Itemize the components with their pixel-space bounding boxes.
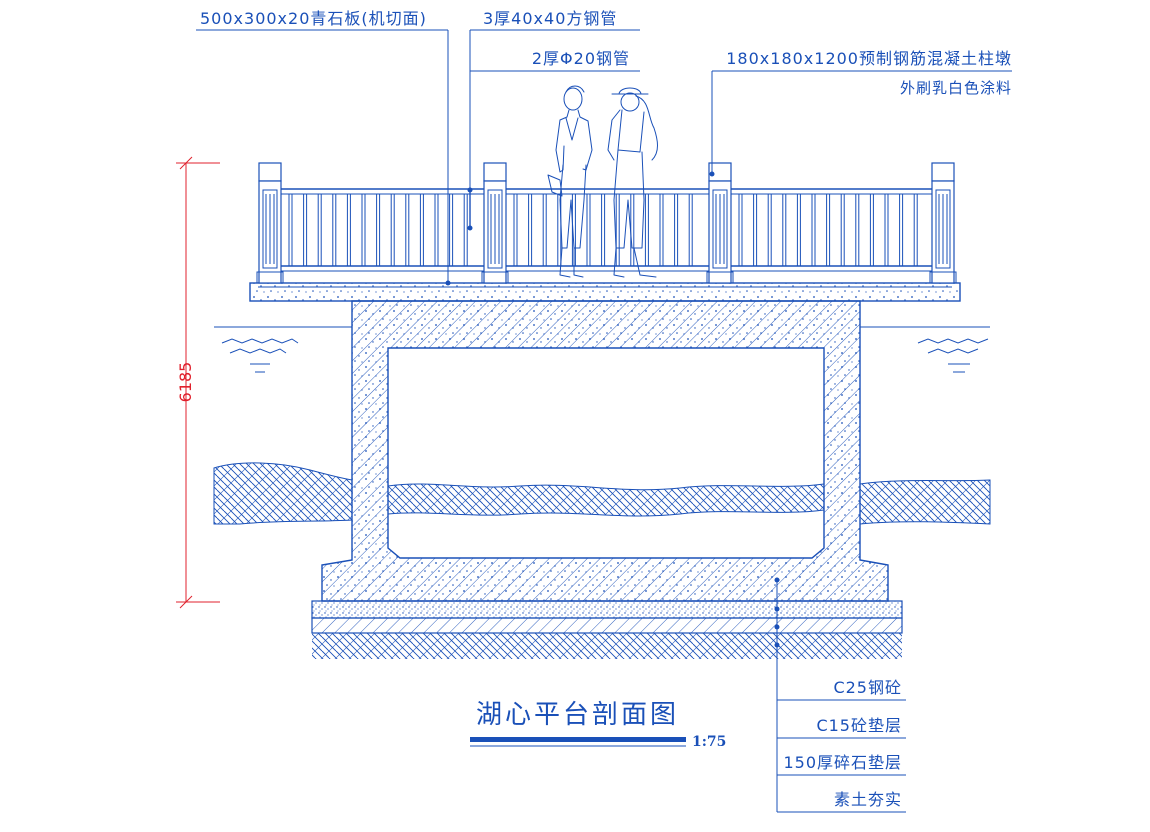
c15-cushion xyxy=(311,600,903,619)
railing xyxy=(256,162,957,284)
callout-post-line2: 外刷乳白色涂料 xyxy=(900,79,1012,97)
lakebed-right xyxy=(859,479,991,525)
concrete-post xyxy=(929,162,957,284)
concrete-post xyxy=(256,162,284,284)
water-right xyxy=(860,326,990,373)
concrete-post xyxy=(481,162,509,284)
deck-slab xyxy=(249,282,961,302)
compacted-soil xyxy=(312,633,902,659)
water-left xyxy=(214,326,352,373)
balusters xyxy=(288,194,918,266)
layer-label-3: 素土夯实 xyxy=(834,790,902,809)
layer-label-1: C15砼垫层 xyxy=(816,716,902,735)
height-dimension: 6185 xyxy=(176,156,220,609)
callout-round-tube: 2厚Φ20钢管 xyxy=(532,49,630,68)
lakebed-center xyxy=(387,483,825,517)
gravel-cushion xyxy=(311,617,903,634)
people-figures xyxy=(547,85,658,278)
dimension-value: 6185 xyxy=(176,362,195,403)
layer-label-2: 150厚碎石垫层 xyxy=(783,753,902,772)
title-underline xyxy=(470,737,686,742)
lakebed-left xyxy=(213,462,353,525)
leader-lines xyxy=(196,29,1012,813)
drawing-title: 湖心平台剖面图 xyxy=(476,700,679,730)
drawing-scale: 1:75 xyxy=(692,734,726,750)
layer-label-0: C25钢砼 xyxy=(833,678,902,697)
concrete-post xyxy=(706,162,734,284)
callout-square-tube: 3厚40x40方钢管 xyxy=(483,9,617,28)
callout-stone-slab: 500x300x20青石板(机切面) xyxy=(200,9,427,28)
callout-post-line1: 180x180x1200预制钢筋混凝土柱墩 xyxy=(726,49,1012,68)
concrete-posts xyxy=(256,162,957,284)
